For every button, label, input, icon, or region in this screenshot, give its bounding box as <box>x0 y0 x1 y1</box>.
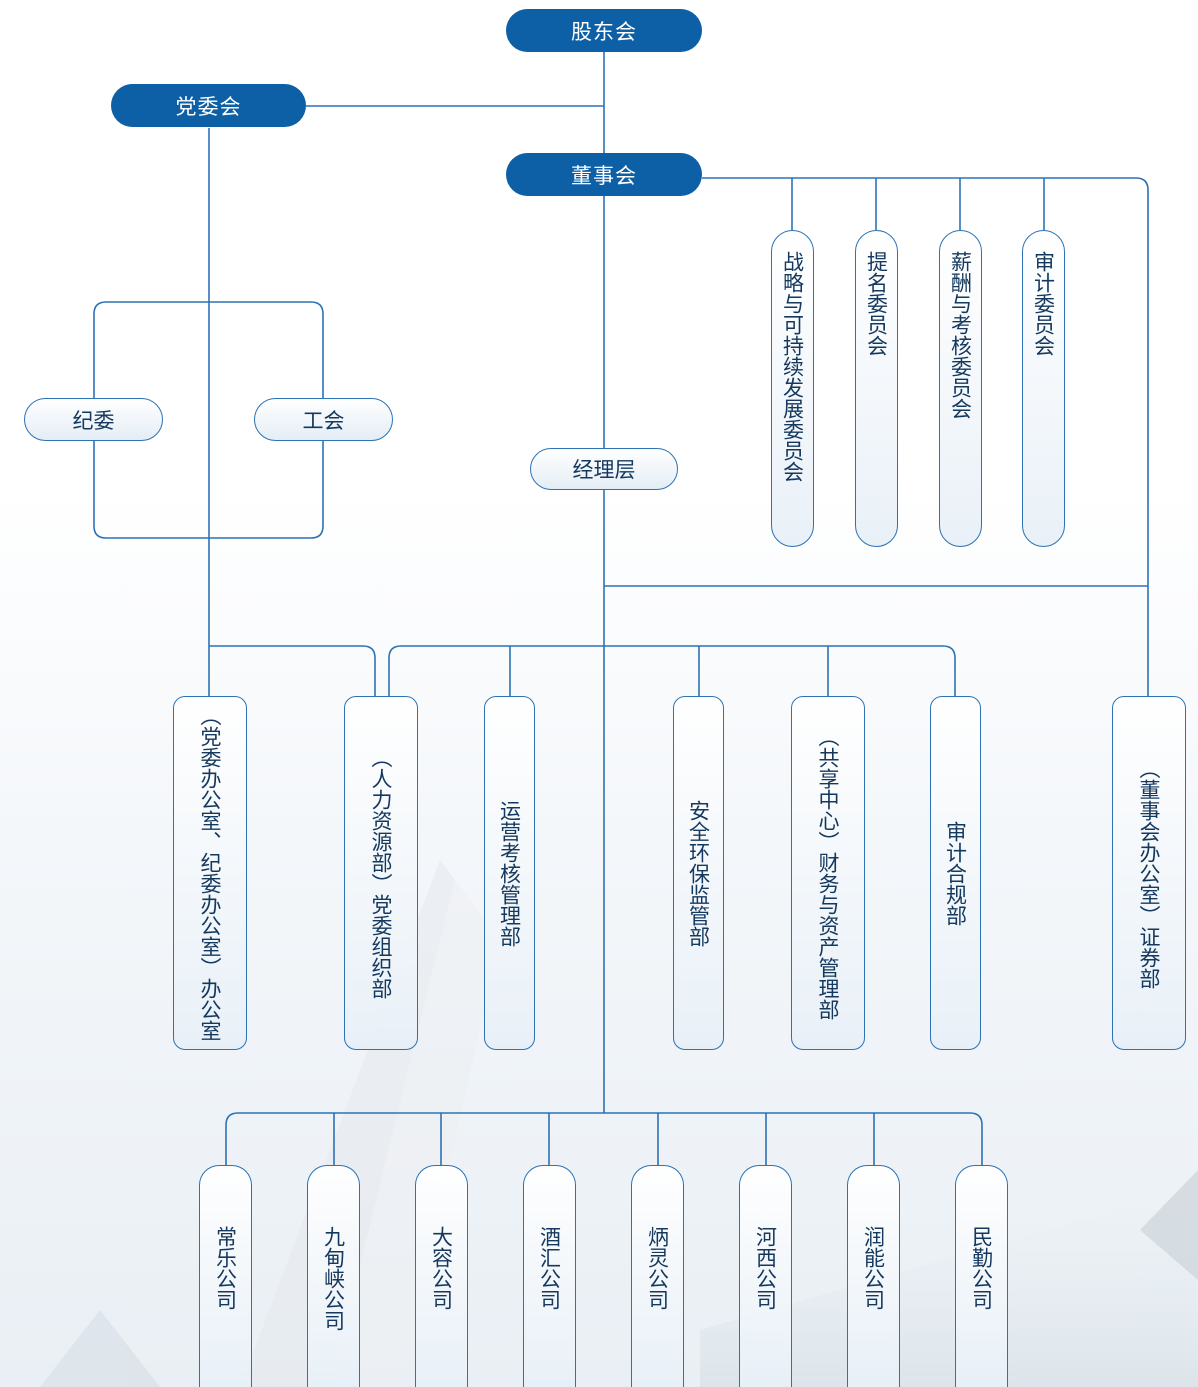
subsidiary-darong-node[interactable]: 大容公司 <box>415 1165 468 1387</box>
dept-safety-label: 安全环保监管部 <box>686 799 711 947</box>
dept-finance-line2: 财务与资产管理部 <box>816 852 840 1020</box>
subsidiary-minqin-node[interactable]: 民勤公司 <box>955 1165 1008 1387</box>
dept-operations-node[interactable]: 运营考核管理部 <box>484 696 535 1050</box>
dept-party-org-line2: 党委组织部 <box>369 894 393 999</box>
dept-safety-node[interactable]: 安全环保监管部 <box>673 696 724 1050</box>
subsidiary-jiudianxia-node[interactable]: 九甸峡公司 <box>307 1165 360 1387</box>
shareholders-meeting-node[interactable]: 股东会 <box>506 9 702 52</box>
subsidiary-jiuhui-node[interactable]: 酒汇公司 <box>523 1165 576 1387</box>
dept-audit-node[interactable]: 审计合规部 <box>930 696 981 1050</box>
subsidiary-runneng-node[interactable]: 润能公司 <box>847 1165 900 1387</box>
dept-party-org-line1: （人力资源部） <box>369 747 393 894</box>
trade-union-node[interactable]: 工会 <box>254 398 393 441</box>
dept-finance-line1: （共享中心） <box>816 726 840 852</box>
dept-office-line2: 办公室 <box>198 978 222 1041</box>
dept-finance-node[interactable]: （共享中心） 财务与资产管理部 <box>791 696 865 1050</box>
remuneration-committee-node[interactable]: 薪酬与考核委员会 <box>939 230 982 547</box>
audit-committee-node[interactable]: 审计委员会 <box>1022 230 1065 547</box>
dept-securities-line1: （董事会办公室） <box>1137 757 1161 926</box>
discipline-committee-node[interactable]: 纪委 <box>24 398 163 441</box>
dept-party-org-node[interactable]: （人力资源部） 党委组织部 <box>344 696 418 1050</box>
dept-office-line1: （党委办公室、纪委办公室） <box>198 705 222 978</box>
strategy-committee-node[interactable]: 战略与可持续发展委员会 <box>771 230 814 547</box>
dept-audit-label: 审计合规部 <box>943 820 968 926</box>
dept-securities-line2: 证券部 <box>1137 925 1161 989</box>
party-committee-node[interactable]: 党委会 <box>111 84 306 127</box>
board-of-directors-node[interactable]: 董事会 <box>506 153 702 196</box>
management-node[interactable]: 经理层 <box>530 448 678 490</box>
subsidiary-changle-node[interactable]: 常乐公司 <box>199 1165 252 1387</box>
dept-office-node[interactable]: （党委办公室、纪委办公室） 办公室 <box>173 696 247 1050</box>
subsidiary-bingling-node[interactable]: 炳灵公司 <box>631 1165 684 1387</box>
dept-securities-node[interactable]: （董事会办公室） 证券部 <box>1112 696 1186 1050</box>
dept-operations-label: 运营考核管理部 <box>497 799 522 947</box>
subsidiary-hexi-node[interactable]: 河西公司 <box>739 1165 792 1387</box>
nomination-committee-node[interactable]: 提名委员会 <box>855 230 898 547</box>
